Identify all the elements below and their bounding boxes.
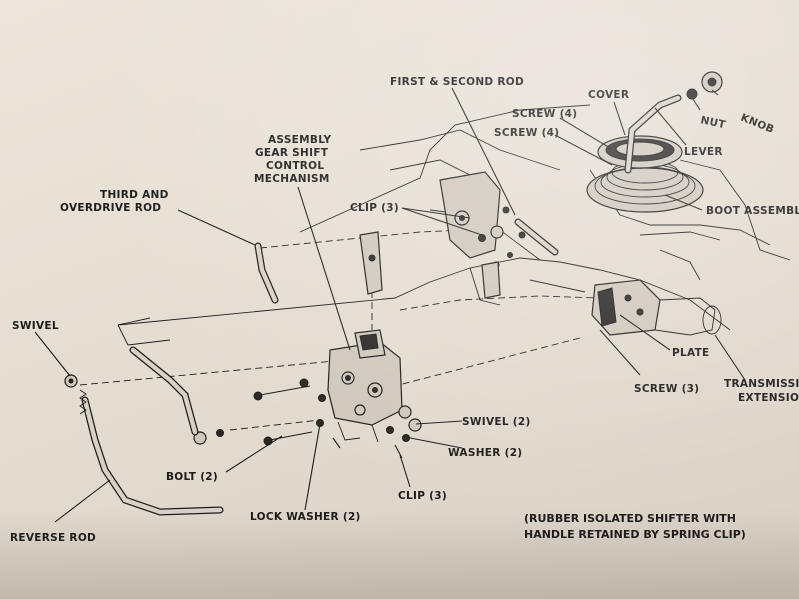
label-third-overdrive-line2: OVERDRIVE ROD: [60, 202, 161, 214]
label-screw-4-b: SCREW (4): [494, 127, 559, 139]
gear-shift-control-mechanism: [327, 329, 403, 443]
label-assembly-line1: ASSEMBLY: [268, 134, 332, 146]
label-lever: LEVER: [684, 146, 723, 158]
shift-lever-assembly: [586, 71, 723, 213]
label-first-second-rod: FIRST & SECOND ROD: [390, 76, 524, 88]
label-swivel-2: SWIVEL (2): [462, 416, 531, 428]
leader-lines: [34, 87, 746, 523]
upper-linkage: [359, 171, 559, 299]
label-clip-3-bottom: CLIP (3): [398, 490, 447, 502]
label-assembly-line4: MECHANISM: [254, 173, 330, 185]
note-line1: (RUBBER ISOLATED SHIFTER WITH: [524, 512, 736, 525]
label-boot-assembly: BOOT ASSEMBLY: [706, 205, 799, 217]
label-screw-4-a: SCREW (4): [512, 108, 577, 120]
label-clip-3-top: CLIP (3): [350, 202, 399, 214]
transmission-extension: [591, 279, 722, 336]
label-cover: COVER: [588, 89, 629, 101]
label-third-overdrive-line1: THIRD AND: [100, 189, 169, 201]
label-swivel: SWIVEL: [12, 320, 59, 332]
label-knob: KNOB: [739, 112, 776, 136]
label-transmission-line2: EXTENSION: [738, 392, 799, 404]
label-assembly-line2: GEAR SHIFT: [255, 147, 329, 159]
label-screw-3: SCREW (3): [634, 383, 699, 395]
label-transmission-line1: TRANSMISSIO: [724, 378, 799, 390]
note-line2: HANDLE RETAINED BY SPRING CLIP): [524, 528, 746, 541]
label-bolt-2: BOLT (2): [166, 471, 218, 483]
label-plate: PLATE: [672, 347, 710, 359]
label-washer-2: WASHER (2): [448, 447, 522, 459]
label-lock-washer-2: LOCK WASHER (2): [250, 511, 361, 523]
label-nut: NUT: [699, 114, 727, 131]
label-reverse-rod: REVERSE ROD: [10, 532, 96, 544]
part-labels: FIRST & SECOND ROD COVER KNOB NUT SCREW …: [10, 76, 799, 544]
shift-rods: [79, 242, 279, 516]
label-assembly-line3: CONTROL: [266, 160, 324, 172]
